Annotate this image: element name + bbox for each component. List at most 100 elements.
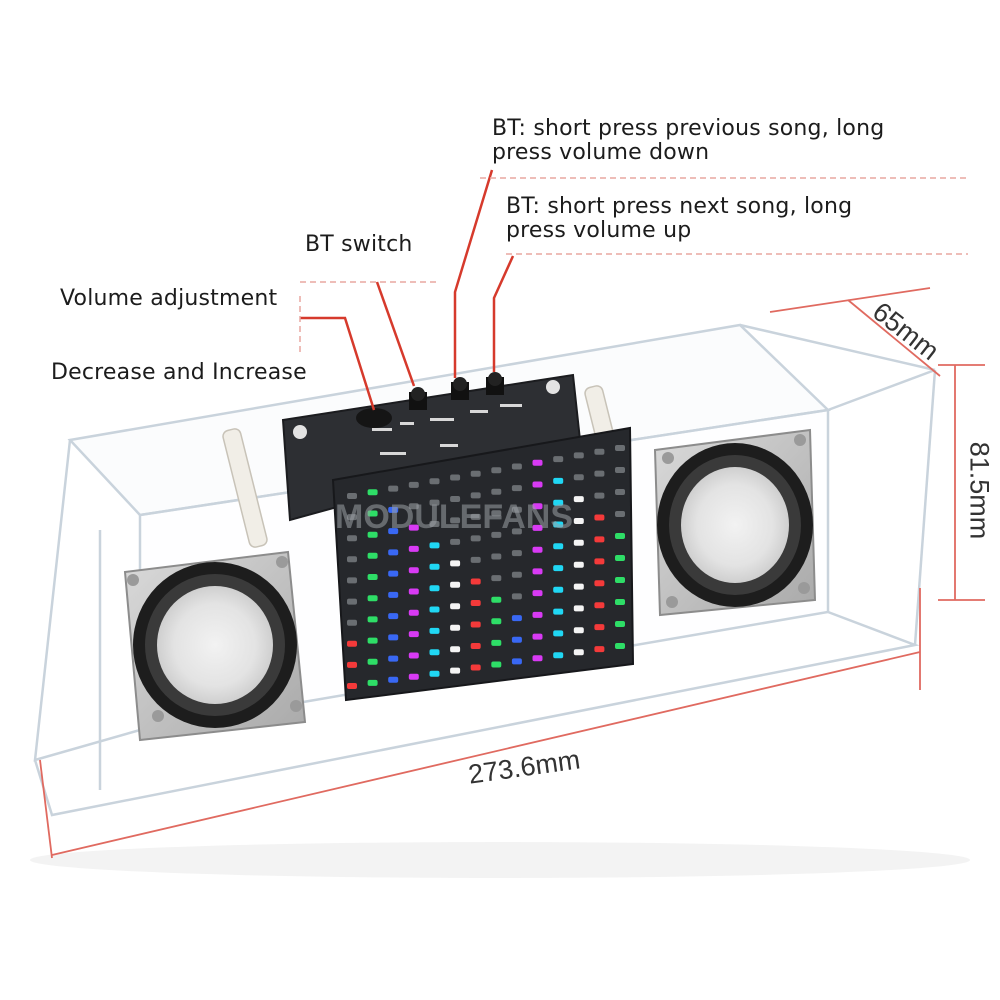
decrease-increase-label: Decrease and Increase (51, 360, 307, 385)
led-dot (429, 563, 440, 570)
led-dot (553, 608, 564, 615)
led-dot (388, 549, 399, 556)
next-song-label: BT: short press next song, long press vo… (506, 195, 852, 243)
led-dot (388, 676, 399, 683)
led-dot (511, 658, 522, 665)
ground-shadow (30, 842, 970, 878)
previous-song-label-line: press volume down (492, 140, 710, 165)
volume-knob (356, 408, 392, 428)
led-dot (532, 503, 543, 510)
previous-song-label-line: BT: short press previous song, long (492, 116, 885, 141)
led-dot (615, 621, 625, 627)
previous-song-label: BT: short press previous song, long pres… (492, 117, 884, 165)
led-dot (615, 445, 625, 451)
led-dot (511, 463, 522, 470)
led-dot (367, 552, 378, 559)
led-dot (388, 591, 399, 598)
led-dot (470, 643, 481, 649)
led-dot (470, 513, 481, 520)
led-dot (347, 640, 357, 647)
led-dot (388, 528, 399, 535)
led-dot (594, 580, 605, 587)
led-dot (347, 556, 357, 563)
led-dot (408, 503, 419, 510)
led-dot (367, 531, 378, 538)
left-speaker (123, 550, 307, 742)
led-dot (594, 514, 605, 521)
led-dot (470, 621, 481, 628)
led-matrix (331, 426, 635, 702)
led-dot (491, 553, 502, 560)
led-dot (594, 646, 605, 653)
led-dot (367, 489, 378, 496)
led-dot (573, 539, 584, 546)
led-dot (511, 550, 522, 557)
callout-leaders (300, 169, 515, 411)
led-dot (388, 570, 399, 577)
led-dot (429, 585, 440, 592)
led-dot (594, 448, 605, 455)
led-dot (615, 555, 625, 561)
led-dot (573, 474, 584, 481)
led-dot (532, 568, 543, 575)
led-dot (615, 489, 625, 495)
led-dot (491, 639, 502, 646)
led-dot (573, 627, 584, 634)
led-dot (408, 545, 419, 552)
led-dot (450, 560, 461, 567)
led-dot (429, 542, 440, 549)
led-dot (491, 488, 502, 495)
led-dot (450, 624, 461, 631)
led-dot (450, 603, 461, 610)
led-dot (573, 518, 584, 524)
led-dot (594, 470, 605, 477)
led-dot (408, 567, 419, 574)
led-dot (367, 658, 378, 665)
led-dot (511, 571, 522, 578)
led-dot (594, 492, 605, 499)
led-dot (347, 535, 357, 542)
right-speaker (653, 428, 817, 617)
led-dot (573, 452, 584, 459)
led-dot (511, 615, 522, 622)
led-dot (408, 609, 419, 616)
volume-adjustment-label: Volume adjustment (60, 286, 278, 311)
led-dot (573, 561, 584, 568)
led-dot (367, 679, 378, 686)
led-dot (511, 636, 522, 643)
led-dot (553, 521, 564, 528)
led-dot (532, 590, 543, 597)
led-dot (573, 583, 584, 590)
led-dot (511, 485, 522, 492)
watermark: MODULEFANS (335, 498, 573, 536)
led-dot (470, 664, 481, 671)
led-dot (429, 499, 440, 506)
bt-switch-label: BT switch (305, 232, 413, 257)
led-dot (615, 599, 625, 605)
led-dot (450, 581, 461, 588)
led-dot (491, 618, 502, 625)
led-dot (408, 652, 419, 659)
led-dot (594, 536, 605, 543)
led-dot (450, 496, 461, 502)
led-dot (450, 538, 461, 545)
led-dot (388, 655, 399, 662)
led-dot (615, 511, 625, 517)
led-dot (532, 655, 543, 662)
led-dot (408, 524, 419, 531)
led-dot (450, 517, 461, 524)
led-dot (553, 630, 564, 637)
led-dot (408, 673, 419, 680)
led-dot (491, 575, 502, 582)
height-dimension-label: 81.5mm (964, 441, 995, 540)
led-dot (594, 558, 605, 565)
led-dot (429, 521, 440, 527)
led-dot (367, 595, 378, 602)
led-dot (615, 467, 625, 473)
led-dot (553, 652, 564, 659)
led-dot (470, 578, 481, 585)
led-dot (532, 546, 543, 553)
led-dot (511, 593, 522, 600)
led-dot (367, 510, 378, 517)
led-dot (470, 535, 481, 542)
